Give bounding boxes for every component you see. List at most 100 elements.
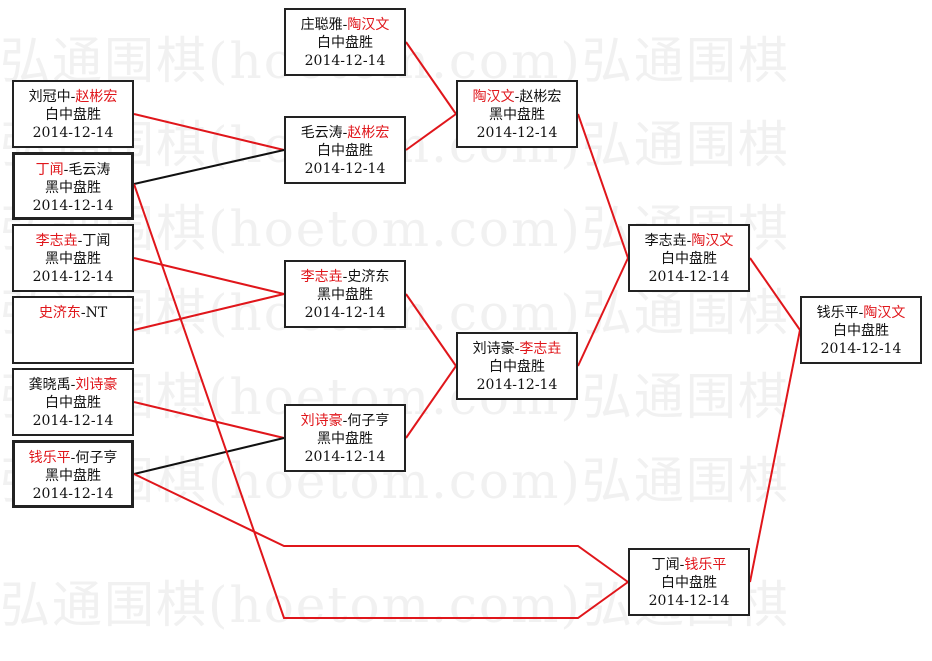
connector-line [749,257,801,331]
player-2: 丁闻 [82,233,111,249]
player-2-winner: 陶汉文 [863,305,906,321]
match-players: 龚晓禹-刘诗豪 [28,377,118,393]
match-box: 刘诗豪-李志垚 白中盘胜 2014-12-14 [456,332,578,400]
player-2: 何子亨 [75,450,118,466]
match-players: 庄聪雅-陶汉文 [300,17,390,33]
connector-line [405,365,457,439]
match-result: 黑中盘胜 [317,431,373,447]
player-1: 刘冠中 [28,89,71,105]
match-box: 刘冠中-赵彬宏 白中盘胜 2014-12-14 [12,80,134,148]
match-players: 陶汉文-赵彬宏 [472,89,562,105]
match-result: 白中盘胜 [489,359,545,375]
match-players: 刘冠中-赵彬宏 [28,89,118,105]
player-1-winner: 史济东 [38,305,81,321]
match-box: 毛云涛-赵彬宏 白中盘胜 2014-12-14 [284,116,406,184]
match-players: 李志垚-史济东 [300,269,390,285]
player-1: 丁闻 [651,557,680,573]
connector-line [133,401,285,439]
match-date: 2014-12-14 [32,269,114,285]
match-date: 2014-12-14 [304,449,386,465]
match-result: 白中盘胜 [45,395,101,411]
player-2-winner: 刘诗豪 [75,377,118,393]
connector-line [577,257,629,367]
player-2: 毛云涛 [68,162,111,178]
player-2: 赵彬宏 [519,89,562,105]
connector-line [133,183,629,619]
match-result: 黑中盘胜 [45,180,101,196]
player-1: 钱乐平 [816,305,859,321]
match-result: 白中盘胜 [45,107,101,123]
match-box: 陶汉文-赵彬宏 黑中盘胜 2014-12-14 [456,80,578,148]
match-result: 白中盘胜 [317,35,373,51]
player-1-winner: 李志垚 [35,233,78,249]
player-2-winner: 赵彬宏 [347,125,390,141]
match-result: 白中盘胜 [661,575,717,591]
connector-line [577,113,629,259]
connector-line [405,113,457,151]
match-box: 李志垚-史济东 黑中盘胜 2014-12-14 [284,260,406,328]
match-date: 2014-12-14 [304,305,386,321]
match-result: 黑中盘胜 [45,251,101,267]
player-2: NT [85,305,108,321]
connector-line [405,41,457,115]
match-date: 2014-12-14 [476,377,558,393]
match-players: 毛云涛-赵彬宏 [300,125,390,141]
match-date: 2014-12-14 [32,125,114,141]
match-box-final: 钱乐平-陶汉文 白中盘胜 2014-12-14 [800,296,922,364]
match-players: 钱乐平-何子亨 [28,450,118,466]
match-date: 2014-12-14 [648,269,730,285]
match-box: 钱乐平-何子亨 黑中盘胜 2014-12-14 [12,440,134,508]
player-1-winner: 刘诗豪 [300,413,343,429]
match-box: 丁闻-毛云涛 黑中盘胜 2014-12-14 [12,152,134,220]
connector-line [133,257,285,295]
match-box: 史济东-NT [12,296,134,364]
match-result: 白中盘胜 [833,323,889,339]
player-2-winner: 陶汉文 [347,17,390,33]
match-date: 2014-12-14 [32,413,114,429]
match-date: 2014-12-14 [32,198,114,214]
match-players: 李志垚-陶汉文 [644,233,734,249]
player-2-winner: 赵彬宏 [75,89,118,105]
match-date: 2014-12-14 [648,593,730,609]
match-players: 李志垚-丁闻 [35,233,111,249]
match-result: 白中盘胜 [661,251,717,267]
match-result: 黑中盘胜 [489,107,545,123]
player-1-winner: 丁闻 [35,162,64,178]
match-players: 刘诗豪-李志垚 [472,341,562,357]
match-players: 丁闻-钱乐平 [651,557,727,573]
connector-line [749,329,801,583]
player-1: 刘诗豪 [472,341,515,357]
player-2-winner: 李志垚 [519,341,562,357]
match-result: 白中盘胜 [317,143,373,159]
match-date: 2014-12-14 [476,125,558,141]
match-box: 李志垚-丁闻 黑中盘胜 2014-12-14 [12,224,134,292]
match-result: 黑中盘胜 [45,468,101,484]
match-players: 丁闻-毛云涛 [35,162,111,178]
match-players: 史济东-NT [38,305,108,321]
player-1-winner: 陶汉文 [472,89,515,105]
match-date: 2014-12-14 [32,486,114,502]
match-players: 钱乐平-陶汉文 [816,305,906,321]
connector-line [133,473,629,583]
player-2-winner: 陶汉文 [691,233,734,249]
match-box: 丁闻-钱乐平 白中盘胜 2014-12-14 [628,548,750,616]
match-box: 李志垚-陶汉文 白中盘胜 2014-12-14 [628,224,750,292]
player-2-winner: 钱乐平 [684,557,727,573]
match-result: 黑中盘胜 [317,287,373,303]
match-players: 刘诗豪-何子亨 [300,413,390,429]
connector-line [133,113,285,151]
match-date: 2014-12-14 [820,341,902,357]
match-date: 2014-12-14 [304,161,386,177]
match-date: 2014-12-14 [304,53,386,69]
player-1: 李志垚 [644,233,687,249]
connector-line [133,437,285,475]
connector-line [133,149,285,185]
match-box: 龚晓禹-刘诗豪 白中盘胜 2014-12-14 [12,368,134,436]
player-2: 何子亨 [347,413,390,429]
match-box: 刘诗豪-何子亨 黑中盘胜 2014-12-14 [284,404,406,472]
player-1-winner: 钱乐平 [28,450,71,466]
match-box: 庄聪雅-陶汉文 白中盘胜 2014-12-14 [284,8,406,76]
player-1: 毛云涛 [300,125,343,141]
player-1-winner: 李志垚 [300,269,343,285]
